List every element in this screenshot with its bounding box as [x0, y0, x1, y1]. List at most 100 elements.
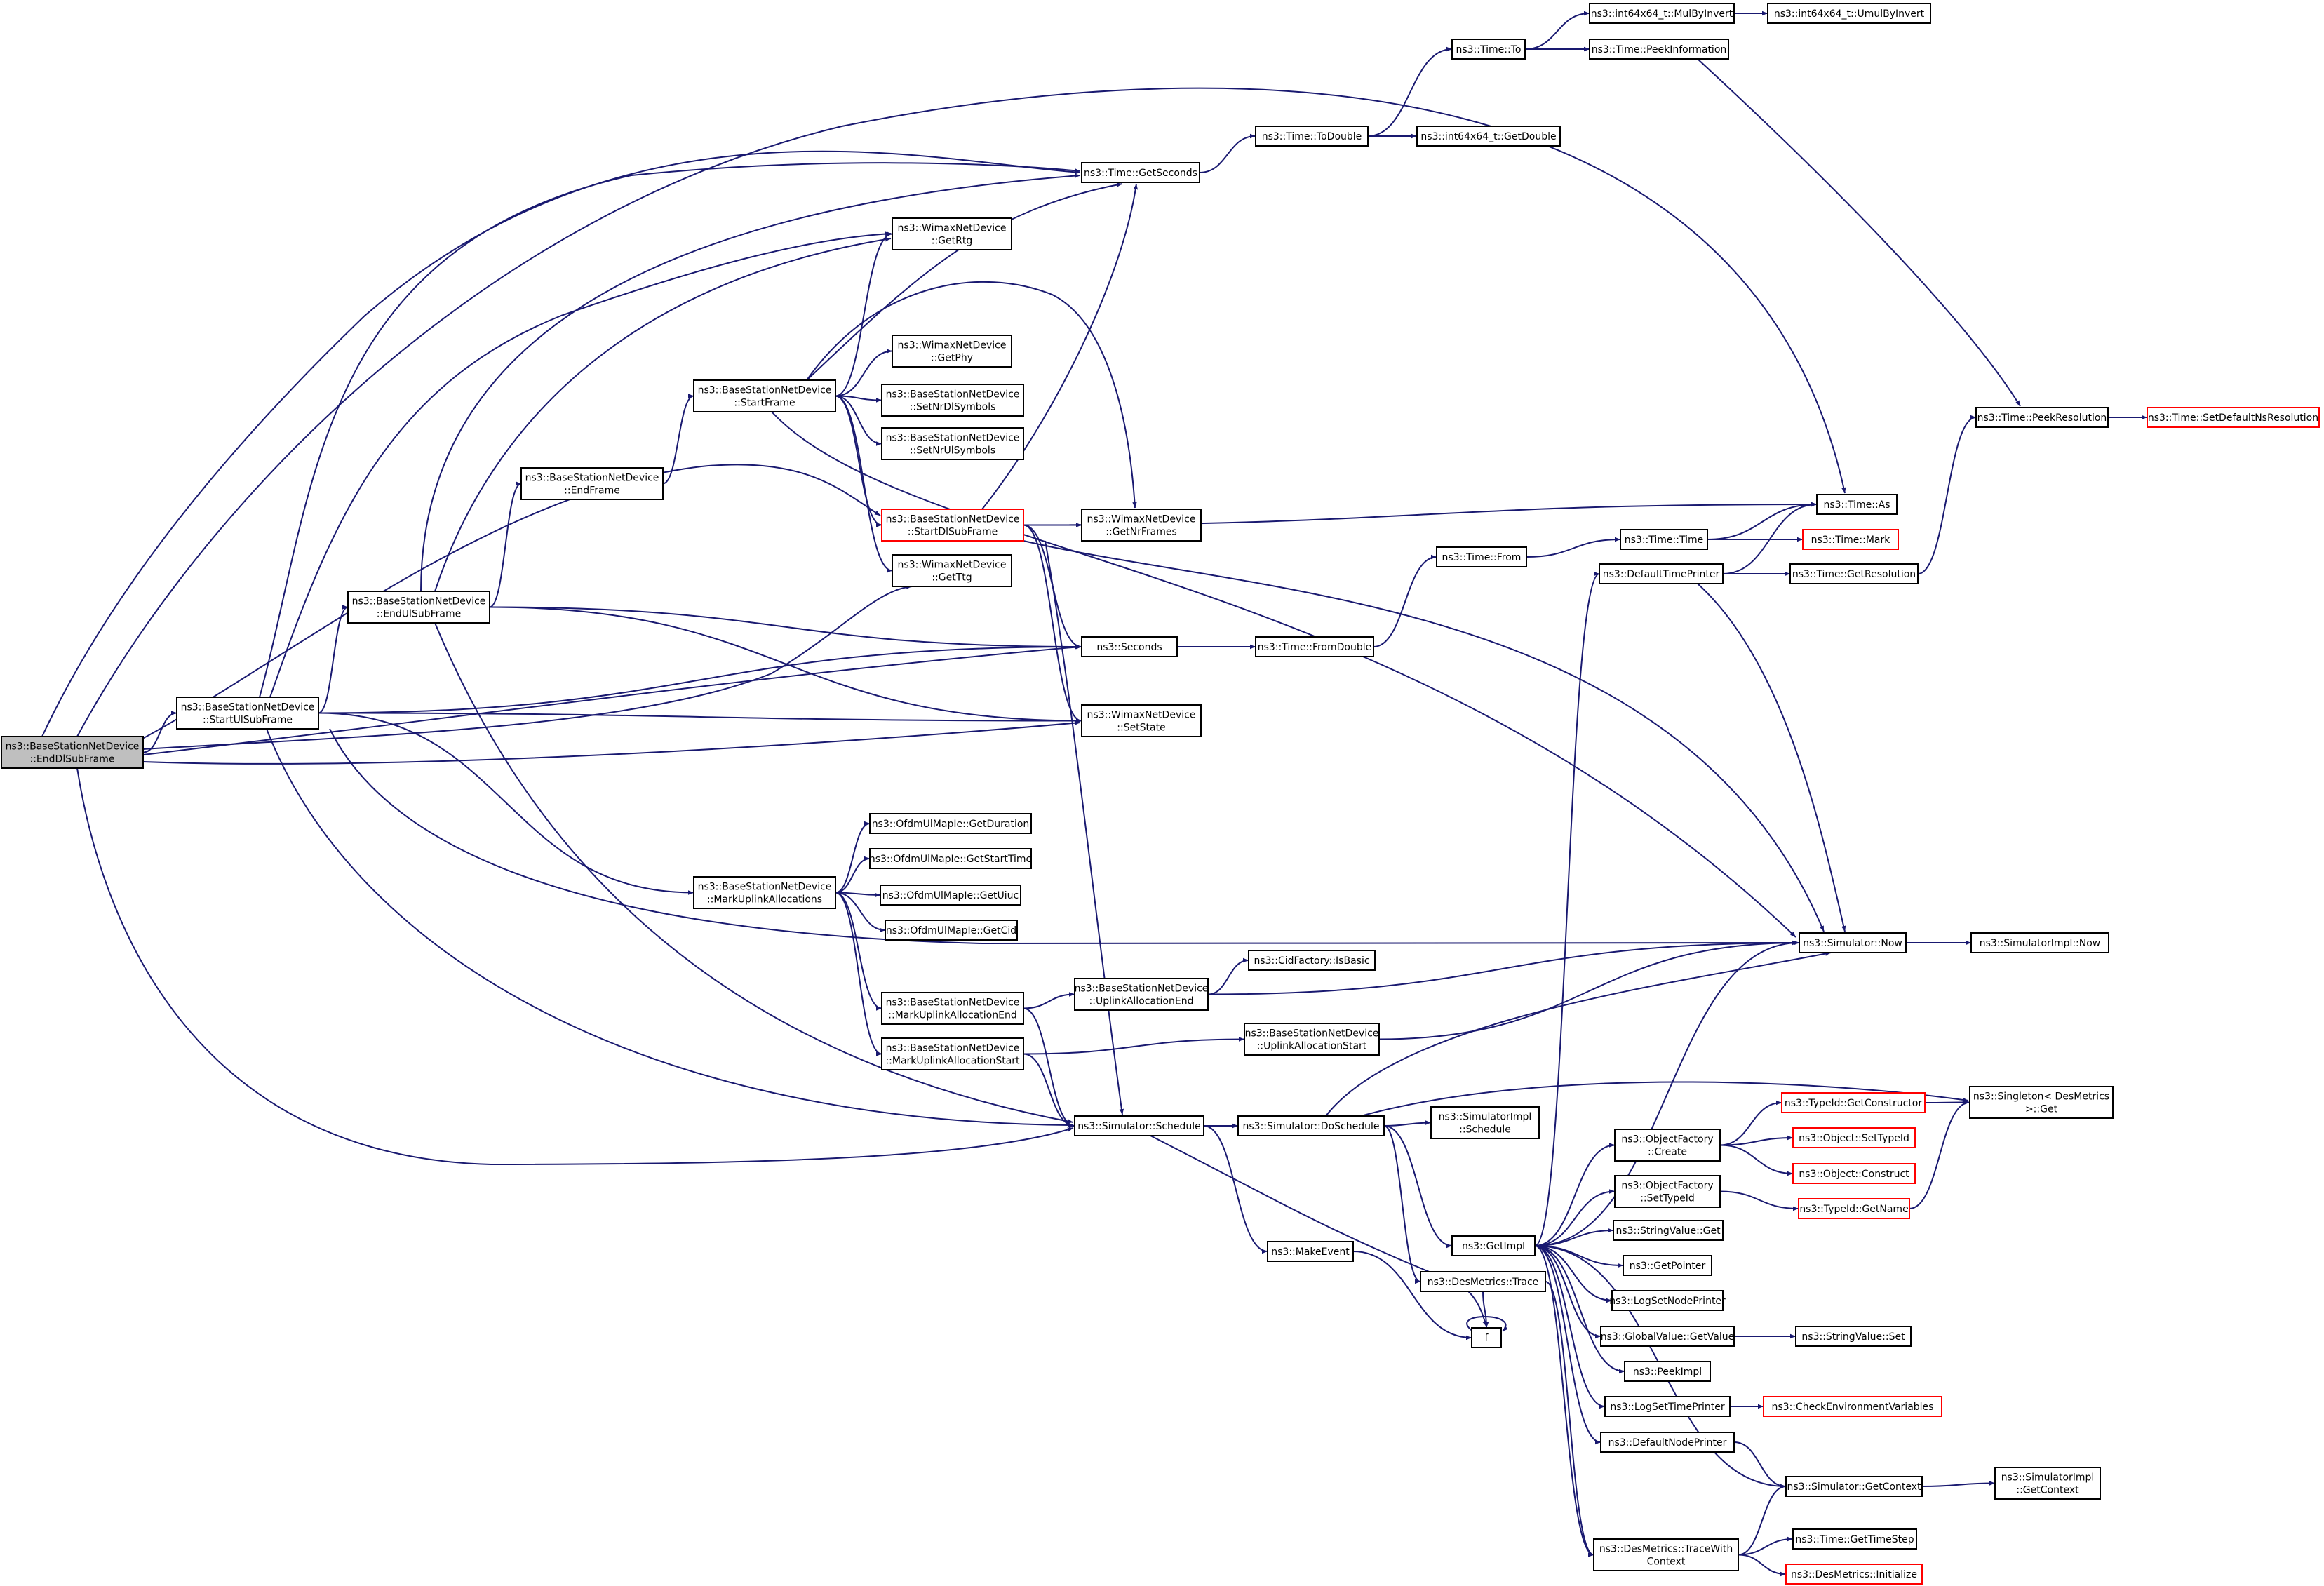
- edge-traceWithContext-to-simGetContext: [1738, 1484, 1787, 1556]
- node-label-markEnd-1: ::MarkUplinkAllocationEnd: [888, 1010, 1016, 1021]
- node-getPointer[interactable]: ns3::GetPointer: [1623, 1255, 1712, 1276]
- edge-ofCreate-to-getConstructor: [1719, 1100, 1782, 1146]
- node-startDl[interactable]: ns3::BaseStationNetDevice::StartDlSubFra…: [881, 509, 1024, 542]
- node-getTtg[interactable]: ns3::WimaxNetDevice::GetTtg: [892, 554, 1012, 587]
- node-logSetNodePrinter[interactable]: ns3::LogSetNodePrinter: [1609, 1290, 1726, 1311]
- node-peekImpl[interactable]: ns3::PeekImpl: [1624, 1361, 1711, 1382]
- node-simImplGetContext[interactable]: ns3::SimulatorImpl::GetContext: [1994, 1467, 2101, 1500]
- node-box-startUl: [176, 697, 319, 730]
- node-box-umulByInvert: [1767, 3, 1931, 24]
- node-label-getConstructor-0: ns3::TypeId::GetConstructor: [1785, 1098, 1922, 1109]
- node-markUplink[interactable]: ns3::BaseStationNetDevice::MarkUplinkAll…: [693, 876, 836, 909]
- node-ulAllocEnd[interactable]: ns3::BaseStationNetDevice::UplinkAllocat…: [1074, 978, 1209, 1011]
- node-defNodePrinter[interactable]: ns3::DefaultNodePrinter: [1600, 1432, 1735, 1453]
- node-box-makeEvent: [1267, 1241, 1354, 1262]
- node-getDuration[interactable]: ns3::OfdmUlMapIe::GetDuration: [869, 813, 1032, 834]
- node-setNrDl[interactable]: ns3::BaseStationNetDevice::SetNrDlSymbol…: [881, 384, 1024, 417]
- node-markEnd[interactable]: ns3::BaseStationNetDevice::MarkUplinkAll…: [881, 992, 1024, 1025]
- node-singletonGet[interactable]: ns3::Singleton< DesMetrics >::Get: [1969, 1086, 2114, 1119]
- node-gvGetValue[interactable]: ns3::GlobalValue::GetValue: [1600, 1326, 1735, 1347]
- edge-markEnd-to-ulAllocEnd: [1023, 992, 1075, 1009]
- node-getResolution[interactable]: ns3::Time::GetResolution: [1789, 563, 1919, 584]
- node-root[interactable]: ns3::BaseStationNetDevice::EndDlSubFrame: [1, 736, 144, 769]
- node-schedule[interactable]: ns3::Simulator::Schedule: [1074, 1115, 1204, 1136]
- node-label-f-0: f: [1485, 1333, 1489, 1344]
- node-simNow[interactable]: ns3::Simulator::Now: [1799, 932, 1907, 953]
- node-mulByInvert[interactable]: ns3::int64x64_t::MulByInvert: [1589, 3, 1735, 24]
- node-getDouble[interactable]: ns3::int64x64_t::GetDouble: [1416, 126, 1561, 147]
- node-makeEvent[interactable]: ns3::MakeEvent: [1267, 1241, 1354, 1262]
- node-getSeconds[interactable]: ns3::Time::GetSeconds: [1081, 162, 1200, 183]
- node-doSchedule[interactable]: ns3::Simulator::DoSchedule: [1237, 1115, 1385, 1136]
- node-getPhy[interactable]: ns3::WimaxNetDevice::GetPhy: [892, 335, 1012, 368]
- node-timeTime[interactable]: ns3::Time::Time: [1620, 529, 1708, 550]
- node-endUl[interactable]: ns3::BaseStationNetDevice::EndUlSubFrame: [347, 591, 490, 624]
- node-simImplNow[interactable]: ns3::SimulatorImpl::Now: [1970, 932, 2109, 953]
- node-ulAllocStart[interactable]: ns3::BaseStationNetDevice::UplinkAllocat…: [1244, 1023, 1380, 1056]
- node-getCid[interactable]: ns3::OfdmUlMapIe::GetCid: [885, 920, 1018, 941]
- edge-markUplink-to-getCid: [835, 892, 886, 933]
- node-objConstruct[interactable]: ns3::Object::Construct: [1792, 1163, 1916, 1184]
- edge-toDouble-to-timeTo: [1367, 46, 1453, 137]
- node-getTimeStep[interactable]: ns3::Time::GetTimeStep: [1792, 1528, 1917, 1550]
- node-label-startUl-1: ::StartUlSubFrame: [203, 715, 293, 726]
- node-peekResolution[interactable]: ns3::Time::PeekResolution: [1975, 407, 2109, 428]
- node-isBasic[interactable]: ns3::CidFactory::IsBasic: [1248, 950, 1376, 971]
- node-timeMark[interactable]: ns3::Time::Mark: [1802, 529, 1899, 550]
- node-getConstructor[interactable]: ns3::TypeId::GetConstructor: [1781, 1092, 1926, 1113]
- node-label-simImplGetContext-0: ns3::SimulatorImpl: [2001, 1472, 2095, 1484]
- node-typeIdGetName[interactable]: ns3::TypeId::GetName: [1798, 1198, 1910, 1219]
- node-timeFrom[interactable]: ns3::Time::From: [1436, 546, 1527, 567]
- node-label-defTimePrinter-0: ns3::DefaultTimePrinter: [1603, 569, 1720, 580]
- node-startUl[interactable]: ns3::BaseStationNetDevice::StartUlSubFra…: [176, 697, 319, 730]
- node-desInit[interactable]: ns3::DesMetrics::Initialize: [1785, 1564, 1923, 1585]
- node-getNrFrames[interactable]: ns3::WimaxNetDevice::GetNrFrames: [1081, 509, 1202, 542]
- node-f[interactable]: f: [1471, 1327, 1502, 1348]
- node-getUiuc[interactable]: ns3::OfdmUlMapIe::GetUiuc: [880, 885, 1021, 906]
- node-box-markStart: [881, 1037, 1024, 1070]
- node-checkEnv[interactable]: ns3::CheckEnvironmentVariables: [1763, 1396, 1942, 1417]
- node-startFrame[interactable]: ns3::BaseStationNetDevice::StartFrame: [693, 379, 836, 412]
- node-getStartTime[interactable]: ns3::OfdmUlMapIe::GetStartTime: [869, 848, 1032, 869]
- node-box-getDuration: [869, 813, 1032, 834]
- node-setDefaultNsRes[interactable]: ns3::Time::SetDefaultNsResolution: [2147, 407, 2320, 428]
- node-label-markUplink-0: ns3::BaseStationNetDevice: [698, 882, 832, 893]
- node-endFrame[interactable]: ns3::BaseStationNetDevice::EndFrame: [520, 467, 664, 500]
- node-seconds[interactable]: ns3::Seconds: [1081, 636, 1178, 657]
- edge-getImpl-to-defNodePrinter: [1534, 1245, 1601, 1445]
- edge-endUl-to-schedule: [434, 622, 1074, 1124]
- node-label-getResolution-0: ns3::Time::GetResolution: [1792, 569, 1916, 580]
- node-stringValueGet[interactable]: ns3::StringValue::Get: [1613, 1220, 1724, 1241]
- node-fromDouble[interactable]: ns3::Time::FromDouble: [1255, 636, 1374, 657]
- edge-root-to-timeAs: [76, 87, 1846, 737]
- node-box-simImplNow: [1970, 932, 2109, 953]
- edge-schedule-to-makeEvent: [1203, 1125, 1268, 1254]
- node-markStart[interactable]: ns3::BaseStationNetDevice::MarkUplinkAll…: [881, 1037, 1024, 1070]
- node-setNrUl[interactable]: ns3::BaseStationNetDevice::SetNrUlSymbol…: [881, 427, 1024, 460]
- node-umulByInvert[interactable]: ns3::int64x64_t::UmulByInvert: [1767, 3, 1931, 24]
- node-objSetTypeId[interactable]: ns3::Object::SetTypeId: [1792, 1127, 1916, 1148]
- node-simImplSchedule[interactable]: ns3::SimulatorImpl::Schedule: [1430, 1106, 1540, 1139]
- node-defTimePrinter[interactable]: ns3::DefaultTimePrinter: [1599, 563, 1724, 584]
- node-box-schedule: [1074, 1115, 1204, 1136]
- edge-root-to-getTtg: [142, 584, 913, 750]
- edge-getImpl-to-peekImpl: [1534, 1245, 1625, 1374]
- edge-startUl-to-simNow: [329, 728, 1799, 946]
- node-desTrace[interactable]: ns3::DesMetrics::Trace: [1420, 1271, 1546, 1292]
- node-box-endUl: [347, 591, 490, 624]
- node-ofCreate[interactable]: ns3::ObjectFactory::Create: [1614, 1129, 1721, 1162]
- node-toDouble[interactable]: ns3::Time::ToDouble: [1255, 126, 1369, 147]
- node-timeTo[interactable]: ns3::Time::To: [1451, 39, 1526, 60]
- edge-markUplink-to-getStartTime: [835, 856, 871, 894]
- node-ofSetTypeId[interactable]: ns3::ObjectFactory::SetTypeId: [1614, 1175, 1721, 1208]
- node-getImpl[interactable]: ns3::GetImpl: [1451, 1235, 1536, 1256]
- node-stringValueSet[interactable]: ns3::StringValue::Set: [1795, 1326, 1912, 1347]
- node-simGetContext[interactable]: ns3::Simulator::GetContext: [1785, 1476, 1923, 1497]
- node-setState[interactable]: ns3::WimaxNetDevice::SetState: [1081, 704, 1202, 737]
- node-logSetTimePrinter[interactable]: ns3::LogSetTimePrinter: [1604, 1396, 1731, 1417]
- node-getRtg[interactable]: ns3::WimaxNetDevice::GetRtg: [892, 217, 1012, 250]
- node-peekInfo[interactable]: ns3::Time::PeekInformation: [1589, 39, 1729, 60]
- node-timeAs[interactable]: ns3::Time::As: [1816, 494, 1898, 515]
- edge-timeTo-to-mulByInvert: [1524, 11, 1590, 50]
